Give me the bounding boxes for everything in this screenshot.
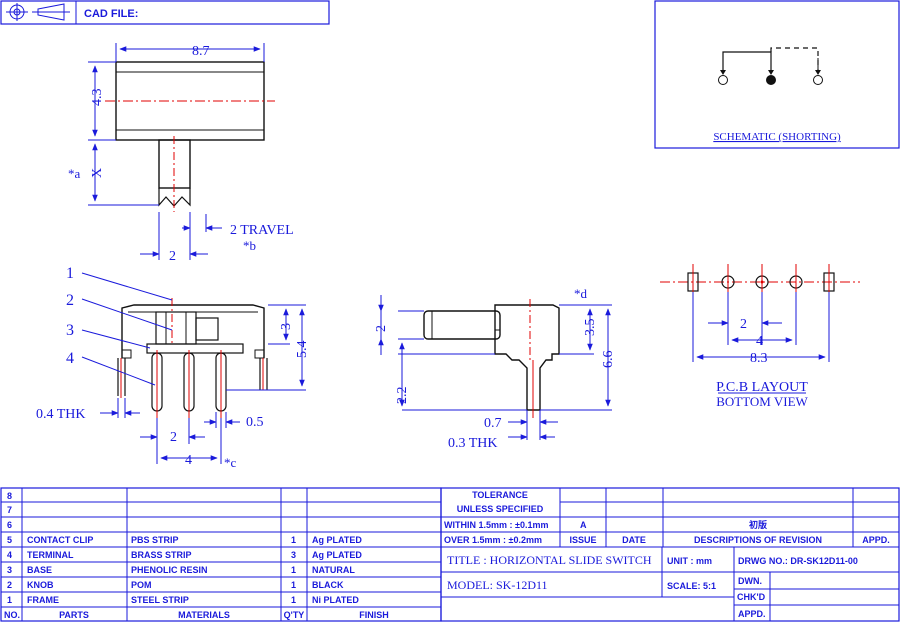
date-label: DATE xyxy=(622,535,646,545)
row-2-qty: 1 xyxy=(291,580,296,590)
row-6-no: 6 xyxy=(7,520,12,530)
row-1-qty: 1 xyxy=(291,595,296,605)
cad-file-label: CAD FILE: xyxy=(84,8,138,20)
tolerance-over: OVER 1.5mm : ±0.2mm xyxy=(444,535,542,545)
top-dim-width: 8.7 xyxy=(192,44,210,59)
top-view: 8.7 4.3 X *a 2 2 TRAVEL *b xyxy=(68,43,294,264)
header-qty: Q'TY xyxy=(284,610,305,620)
tolerance-line1: TOLERANCE xyxy=(472,490,528,500)
side-note-d: *d xyxy=(574,286,588,301)
appd-label: APPD. xyxy=(862,535,890,545)
pcb-title: P.C.B LAYOUT xyxy=(716,380,808,395)
row-7-no: 7 xyxy=(7,505,12,515)
side-thk-label: 0.3 THK xyxy=(448,436,498,451)
appd2-label: APPD. xyxy=(738,609,766,619)
top-dim-pitch: 2 xyxy=(169,249,176,264)
side-dim-2: 2 xyxy=(374,325,389,332)
dwn-label: DWN. xyxy=(738,576,762,586)
header-finish: FINISH xyxy=(359,610,389,620)
tolerance-line2: UNLESS SPECIFIED xyxy=(457,504,544,514)
descriptions-label: DESCRIPTIONS OF REVISION xyxy=(694,535,822,545)
revision-letter: A xyxy=(580,520,587,530)
row-3-qty: 1 xyxy=(291,565,296,575)
row-2-material: POM xyxy=(131,580,152,590)
row-5-part: CONTACT CLIP xyxy=(27,535,93,545)
unit-text: UNIT : mm xyxy=(667,556,712,566)
row-1-no: 1 xyxy=(7,595,12,605)
callout-3: 3 xyxy=(66,322,74,339)
row-4-part: TERMINAL xyxy=(27,550,74,560)
front-dim-3: 3 xyxy=(279,323,294,330)
front-dim-54: 5.4 xyxy=(295,341,310,359)
row-2-part: KNOB xyxy=(27,580,54,590)
model-text: MODEL: SK-12D11 xyxy=(447,578,548,592)
side-dim-22: 2.2 xyxy=(395,387,410,405)
header-parts: PARTS xyxy=(59,610,89,620)
row-3-material: PHENOLIC RESIN xyxy=(131,565,208,575)
side-dim-07: 0.7 xyxy=(484,416,502,431)
row-1-part: FRAME xyxy=(27,595,59,605)
revision-description: 初版 xyxy=(749,519,767,530)
chkd-label: CHK'D xyxy=(737,592,766,602)
row-4-finish: Ag PLATED xyxy=(312,550,362,560)
pcb-dim-4: 4 xyxy=(756,334,763,349)
row-5-finish: Ag PLATED xyxy=(312,535,362,545)
front-note-c: *c xyxy=(224,455,237,470)
row-5-qty: 1 xyxy=(291,535,296,545)
front-dim-2: 2 xyxy=(170,430,177,445)
schematic-panel: SCHEMATIC (SHORTING) xyxy=(654,0,900,149)
tolerance-within: WITHIN 1.5mm : ±0.1mm xyxy=(444,520,548,530)
drawing-number: DRWG NO.: DR-SK12D11-00 xyxy=(738,556,858,566)
top-note-b: *b xyxy=(243,238,256,253)
row-5-material: PBS STRIP xyxy=(131,535,179,545)
header-materials: MATERIALS xyxy=(178,610,230,620)
pcb-subtitle: BOTTOM VIEW xyxy=(716,394,808,409)
header-block: CAD FILE: xyxy=(0,0,330,25)
side-dim-35: 3.5 xyxy=(583,319,598,337)
callout-2: 2 xyxy=(66,292,74,309)
title-block: TOLERANCE UNLESS SPECIFIED WITHIN 1.5mm … xyxy=(440,487,900,622)
pcb-layout: 2 4 8.3 P.C.B LAYOUT BOTTOM VIEW xyxy=(660,264,860,409)
callout-4: 4 xyxy=(66,350,74,367)
pcb-dim-83: 8.3 xyxy=(750,351,768,366)
scale-text: SCALE: 5:1 xyxy=(667,581,716,591)
top-travel-label: 2 TRAVEL xyxy=(230,223,294,238)
front-dim-4: 4 xyxy=(185,453,192,468)
issue-label: ISSUE xyxy=(569,535,596,545)
front-view: 1 2 3 4 3 5.4 0.4 THK 0.5 2 4 *c xyxy=(36,265,310,470)
row-4-material: BRASS STRIP xyxy=(131,550,192,560)
callout-1: 1 xyxy=(66,265,74,282)
pcb-dim-2: 2 xyxy=(740,317,747,332)
row-8-no: 8 xyxy=(7,491,12,501)
side-view: 2 3.5 6.6 *d 2.2 0.7 0.3 THK xyxy=(374,286,616,451)
side-dim-66: 6.6 xyxy=(601,351,616,369)
schematic-caption: SCHEMATIC (SHORTING) xyxy=(713,131,841,143)
header-no: NO. xyxy=(4,610,20,620)
top-dim-height: 4.3 xyxy=(90,89,105,107)
row-3-finish: NATURAL xyxy=(312,565,355,575)
row-2-no: 2 xyxy=(7,580,12,590)
row-4-qty: 3 xyxy=(291,550,296,560)
front-dim-05: 0.5 xyxy=(246,415,264,430)
row-1-material: STEEL STRIP xyxy=(131,595,189,605)
front-thk-label: 0.4 THK xyxy=(36,407,86,422)
parts-table: 8 7 6 5 CONTACT CLIP PBS STRIP 1 Ag PLAT… xyxy=(0,487,442,622)
top-note-a: *a xyxy=(68,166,81,181)
row-3-part: BASE xyxy=(27,565,52,575)
row-5-no: 5 xyxy=(7,535,12,545)
top-dim-x: X xyxy=(90,168,105,178)
row-4-no: 4 xyxy=(7,550,12,560)
projection-symbol-icon xyxy=(6,3,70,21)
row-1-finish: Ni PLATED xyxy=(312,595,359,605)
drawing-title: TITLE : HORIZONTAL SLIDE SWITCH xyxy=(447,553,652,567)
row-3-no: 3 xyxy=(7,565,12,575)
row-2-finish: BLACK xyxy=(312,580,344,590)
